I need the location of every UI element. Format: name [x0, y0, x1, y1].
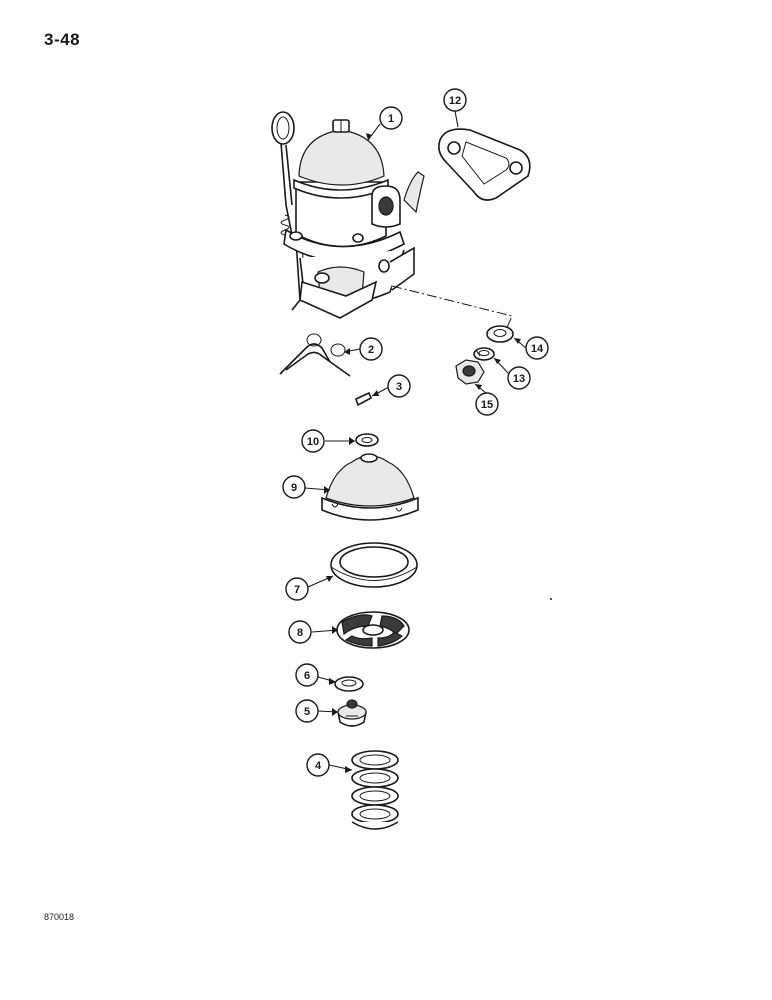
- callout-2: 2: [359, 337, 383, 361]
- callout-5: 5: [295, 699, 319, 723]
- callout-label: 2: [368, 344, 374, 356]
- callout-15: 15: [475, 392, 499, 416]
- callout-8: 8: [288, 620, 312, 644]
- callout-label: 3: [396, 381, 402, 393]
- callout-label: 9: [291, 482, 297, 494]
- filter-screen: [336, 611, 410, 649]
- callout-4: 4: [306, 753, 330, 777]
- leader-lines: [304, 110, 527, 773]
- callout-label: 4: [315, 760, 322, 772]
- lock-washer: [473, 347, 495, 361]
- hex-nut: [455, 359, 485, 385]
- spring: [351, 750, 399, 830]
- pin: [355, 391, 373, 407]
- callout-label: 15: [481, 399, 493, 411]
- callout-13: 13: [507, 366, 531, 390]
- gasket-ring: [330, 542, 418, 588]
- figure-code: 870018: [44, 912, 75, 922]
- washer-small: [355, 433, 379, 447]
- callout-label: 5: [304, 706, 310, 718]
- callout-7: 7: [285, 577, 309, 601]
- callout-9: 9: [282, 475, 306, 499]
- callout-label: 12: [449, 95, 461, 107]
- gasket: [438, 128, 531, 201]
- callout-label: 13: [513, 373, 525, 385]
- callout-label: 7: [294, 584, 300, 596]
- callout-6: 6: [295, 663, 319, 687]
- callout-label: 8: [297, 627, 303, 639]
- callout-label: 1: [388, 113, 394, 125]
- callout-label: 6: [304, 670, 310, 682]
- callout-10: 10: [301, 429, 325, 453]
- callout-1: 1: [379, 106, 403, 130]
- callout-label: 10: [307, 436, 319, 448]
- callout-12: 12: [443, 88, 467, 112]
- callout-3: 3: [387, 374, 411, 398]
- page-number: 3-48: [44, 30, 81, 49]
- print-speck: [550, 598, 552, 600]
- valve: [337, 699, 367, 727]
- bowl-cover: [321, 453, 419, 521]
- flat-washer: [486, 325, 514, 343]
- fuel-pump-assembly: [271, 111, 513, 331]
- washer: [334, 676, 364, 692]
- retaining-clip: [279, 333, 351, 377]
- callout-14: 14: [525, 336, 549, 360]
- callout-label: 14: [531, 343, 544, 355]
